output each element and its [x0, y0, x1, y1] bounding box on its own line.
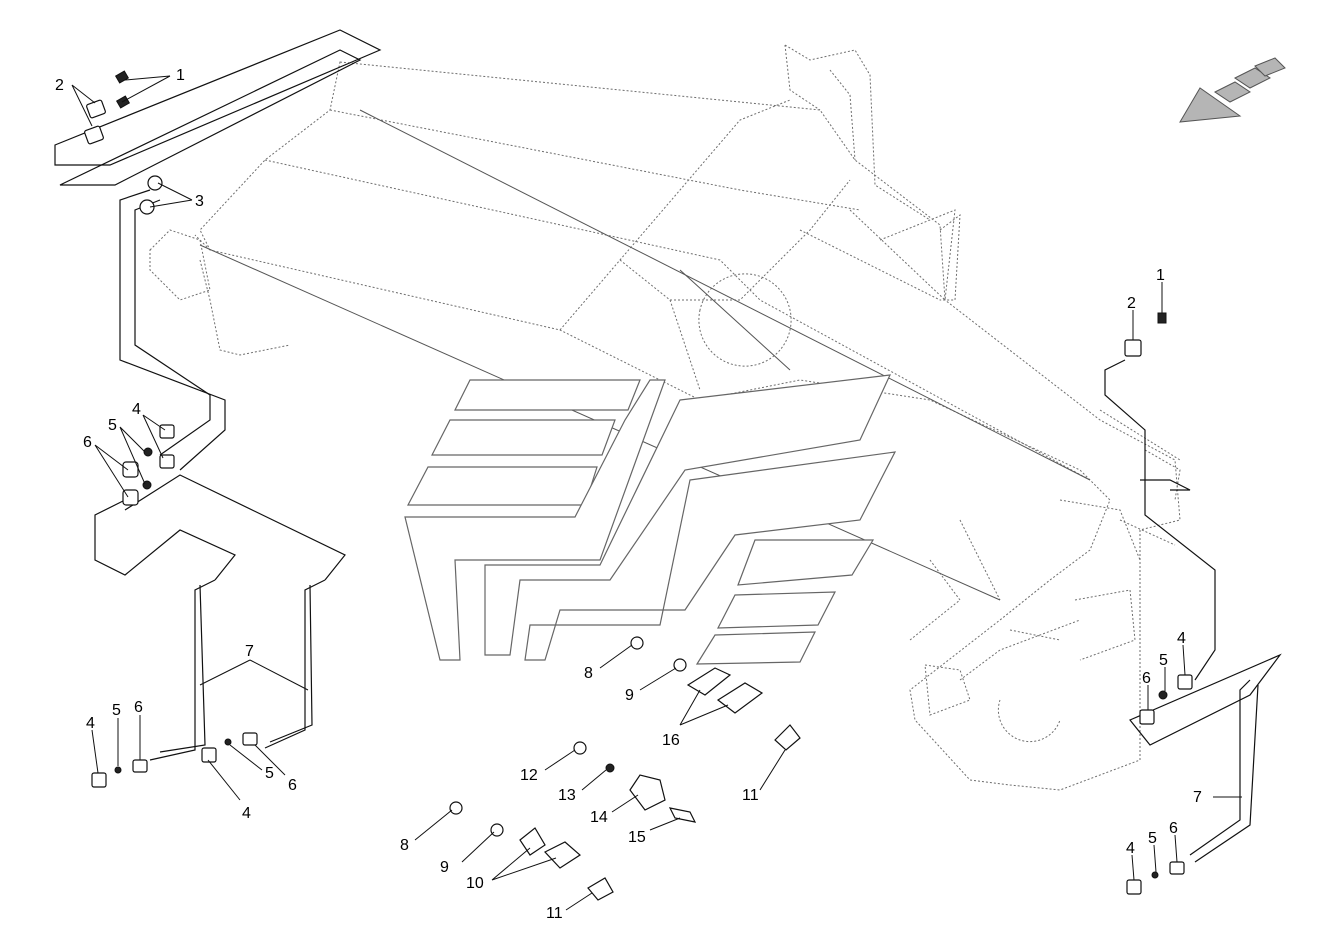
callout-5: 5 [108, 417, 117, 434]
callout-8: 8 [400, 837, 409, 854]
callout-16: 16 [662, 732, 680, 749]
callout-9: 9 [440, 859, 449, 876]
callout-15: 15 [628, 829, 646, 846]
callout-3: 3 [195, 193, 204, 210]
callout-6: 6 [1169, 820, 1178, 837]
fittings [84, 70, 1193, 901]
callout-5: 5 [265, 765, 274, 782]
callout-1: 1 [1156, 267, 1165, 284]
callout-5: 5 [1148, 830, 1157, 847]
callout-2: 2 [1127, 295, 1136, 312]
callout-8: 8 [584, 665, 593, 682]
callout-7: 7 [1193, 789, 1202, 806]
callout-11: 11 [546, 905, 563, 922]
callout-6: 6 [1142, 670, 1151, 687]
callout-9: 9 [625, 687, 634, 704]
callout-1: 1 [176, 67, 185, 84]
leader-lines [71, 75, 1242, 911]
callout-5: 5 [112, 702, 121, 719]
callout-6: 6 [288, 777, 297, 794]
callout-12: 12 [520, 767, 538, 784]
callout-5: 5 [1159, 652, 1168, 669]
callout-11: 11 [742, 787, 759, 804]
direction-arrow-icon [1179, 57, 1286, 123]
callout-4: 4 [1126, 840, 1135, 857]
callout-4: 4 [242, 805, 251, 822]
callout-14: 14 [590, 809, 608, 826]
left-pipe-run [54, 29, 382, 761]
callout-4: 4 [132, 401, 141, 418]
frame-body [149, 44, 1181, 791]
callout-labels: 1 2 3 4 5 6 7 4 5 6 4 5 6 8 9 16 11 12 1… [55, 67, 1202, 922]
callout-2: 2 [55, 77, 64, 94]
callout-6: 6 [134, 699, 143, 716]
callout-4: 4 [86, 715, 95, 732]
callout-13: 13 [558, 787, 576, 804]
callout-4: 4 [1177, 630, 1186, 647]
callout-6: 6 [83, 434, 92, 451]
right-pipe-run [1104, 359, 1282, 863]
callout-10: 10 [466, 875, 484, 892]
logo-watermark [404, 374, 897, 665]
callout-7: 7 [245, 643, 254, 660]
